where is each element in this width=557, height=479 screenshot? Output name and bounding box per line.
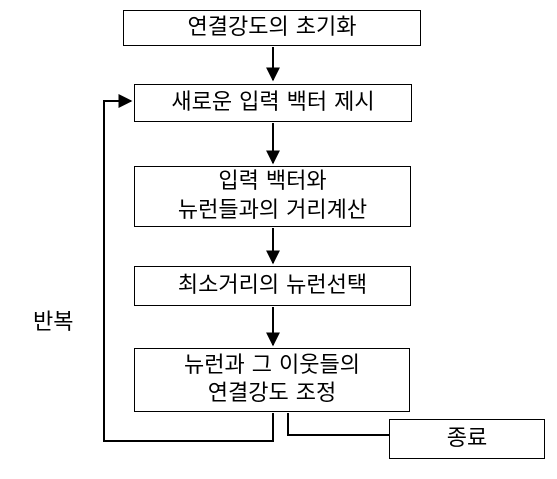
step-init-box: 연결강도의 초기화 [123,10,421,46]
step-distance-text-line2: 뉴런들과의 거리계산 [177,197,368,223]
step-select-box: 최소거리의 뉴런선택 [134,266,411,306]
step-adjust-box: 뉴런과 그 이웃들의 연결강도 조정 [134,348,410,412]
step-input-box: 새로운 입력 백터 제시 [134,84,412,122]
step-adjust-text-line1: 뉴런과 그 이웃들의 [184,352,360,378]
step-input-text: 새로운 입력 백터 제시 [171,89,375,115]
step-select-text: 최소거리의 뉴런선택 [177,272,368,298]
line-adjust-to-end [287,413,389,436]
loop-back-arrow [103,94,274,442]
step-end-box: 종료 [389,419,545,459]
step-init-text: 연결강도의 초기화 [187,14,357,40]
step-distance-box: 입력 백터와 뉴런들과의 거리계산 [134,166,411,227]
step-distance-text-line1: 입력 백터와 [218,169,327,195]
step-end-text: 종료 [446,425,488,451]
step-adjust-text-line2: 연결강도 조정 [207,381,337,406]
loop-label: 반복 [33,310,74,335]
